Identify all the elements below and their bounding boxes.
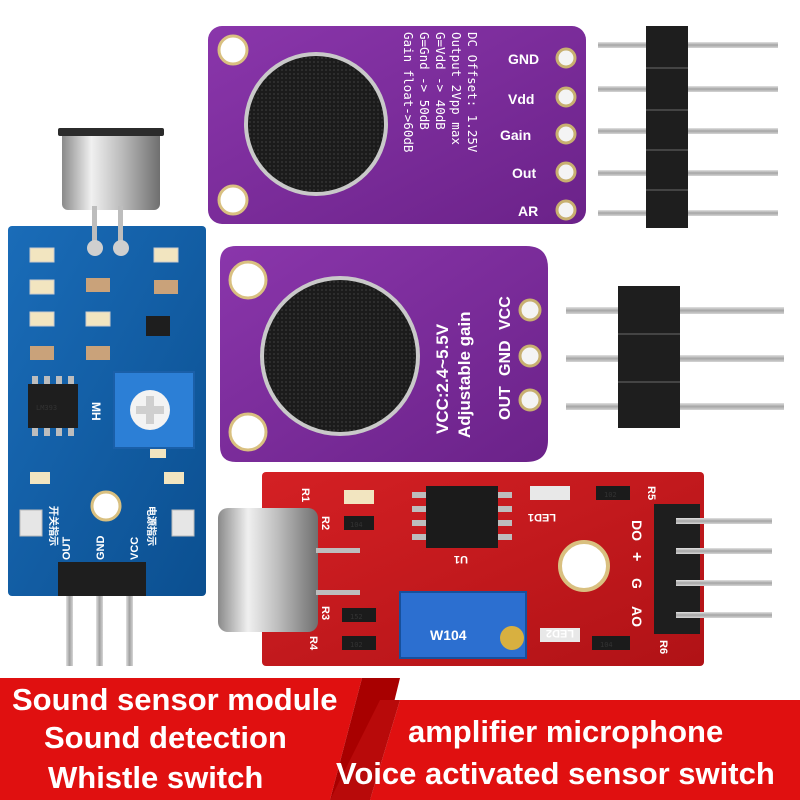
microphone-capsule (218, 508, 318, 632)
max9814-board: Gain float->60dB G=Gnd -> 50dB G=Vdd -> … (208, 26, 586, 224)
max4466-pin-out: OUT (497, 386, 514, 420)
blue-pin-out: OUT (61, 537, 73, 561)
led-indicator (19, 509, 43, 537)
max9814-gain-line-4: Output 2Vpp max (449, 32, 464, 145)
max4466-gain-label: Adjustable gain (455, 311, 474, 438)
max9814-pin-ar: AR (518, 203, 538, 219)
label-led1: LED1 (528, 511, 556, 523)
max9814-pin-gnd: GND (508, 51, 539, 67)
lm393-chip (28, 384, 78, 428)
smd-components (29, 247, 184, 484)
red-pin-ao: AO (629, 606, 645, 627)
label-r2: R2 (319, 516, 331, 530)
caption-right-2: Voice activated sensor switch (336, 756, 775, 791)
led-indicator (171, 509, 195, 537)
pot-label: MH (89, 402, 103, 421)
caption-right-1: amplifier microphone (408, 714, 724, 749)
led-label-switch: 开关指示 (47, 506, 60, 546)
caption-banner (0, 678, 800, 800)
red-pin-plus: + (628, 552, 645, 561)
caption-left-2: Sound detection (44, 720, 287, 755)
smd-label: 152 (350, 613, 363, 621)
max4466-voltage-label: VCC:2.4~5.5V (433, 323, 452, 434)
caption-left-3: Whistle switch (48, 760, 264, 795)
max9814-gain-line-1: Gain float->60dB (401, 32, 416, 152)
smd-label: 104 (350, 521, 363, 529)
blue-pin-vcc: VCC (129, 537, 141, 560)
max9814-gain-line-3: G=Vdd -> 40dB (433, 32, 448, 130)
max4466-pin-vcc: VCC (497, 296, 514, 330)
red-pin-g: G (629, 578, 645, 589)
smd-label: 102 (350, 641, 363, 649)
max9814-pins: GND Vdd Gain Out AR (500, 47, 577, 221)
microphone-capsule (264, 280, 416, 432)
opamp-chip (426, 486, 498, 548)
max4466-pin-gnd: GND (497, 340, 514, 376)
max9814-pin-out: Out (512, 165, 536, 181)
max9814-gain-line-2: G=Gnd -> 50dB (417, 32, 432, 130)
max9814-pin-gain: Gain (500, 127, 531, 143)
label-r3: R3 (319, 606, 331, 620)
label-led2: LED2 (546, 627, 574, 639)
smd-label: 102 (604, 491, 617, 499)
header-3-pin (566, 286, 784, 428)
smd-label: 104 (600, 641, 613, 649)
max9814-gain-line-5: DC Offset: 1.25V (465, 32, 480, 153)
caption-left-1: Sound sensor module (12, 682, 338, 717)
blue-sensor-board: LM393 MH 开关指示 电源指示 OUT GND VCC (8, 128, 206, 666)
microphone-capsule (62, 130, 160, 210)
led-label-power: 电源指示 (145, 506, 158, 546)
max9814-pin-vdd: Vdd (508, 91, 534, 107)
microphone-capsule (248, 56, 384, 192)
blue-pin-gnd: GND (95, 536, 107, 561)
red-sensor-board: 104 102 152 102 104 W104 R1 R2 R3 R4 R5 … (218, 472, 772, 666)
header-5-pin (598, 26, 778, 228)
label-r4: R4 (307, 636, 319, 651)
label-r1: R1 (299, 488, 311, 502)
label-r5: R5 (645, 486, 657, 500)
lm393-chip-label: LM393 (36, 404, 57, 412)
red-pot-label: W104 (430, 627, 467, 643)
max4466-board: VCC:2.4~5.5V Adjustable gain OUT GND VCC (220, 246, 548, 462)
red-pin-do: DO (629, 520, 645, 541)
label-u1: U1 (454, 553, 468, 565)
label-r6: R6 (657, 640, 669, 654)
